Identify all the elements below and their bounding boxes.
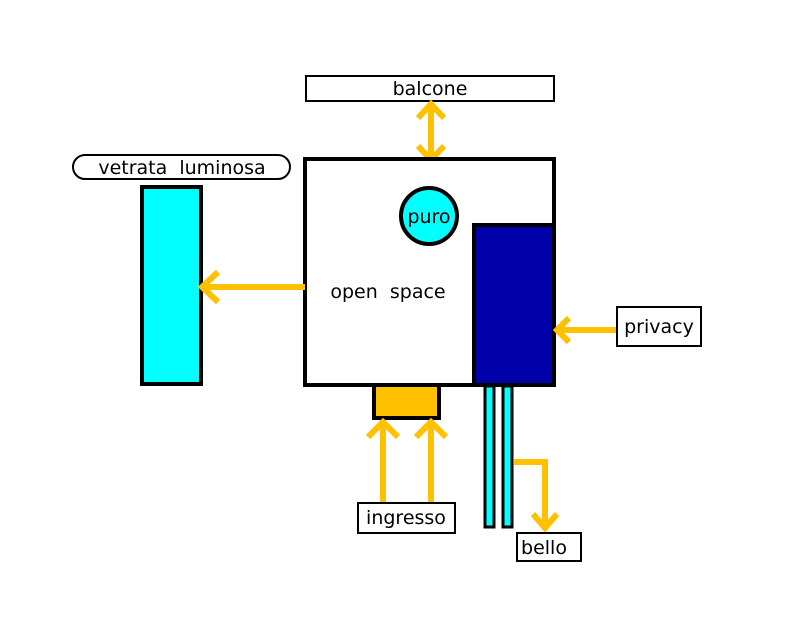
balcone-label: balcone [305, 75, 555, 102]
entrance-block [372, 383, 441, 420]
ingresso-label: ingresso [357, 502, 456, 534]
puro-text: puro [407, 206, 450, 228]
vetrata-label: vetrata luminosa [72, 154, 291, 180]
bello-text: bello [521, 537, 567, 559]
balcone-text: balcone [393, 78, 468, 100]
privacy-label: privacy [616, 306, 702, 347]
balcone-double-arrow [415, 99, 447, 165]
open-space-text: open space [330, 281, 445, 303]
window-panel [140, 185, 203, 386]
privacy-box [616, 306, 702, 347]
puro-circle: puro [399, 186, 459, 246]
ingresso-box [357, 502, 456, 534]
bello-box [516, 532, 582, 562]
ingresso-arrows [365, 417, 449, 503]
leg-right [501, 384, 514, 529]
bello-arrow [514, 459, 560, 533]
ingresso-text: ingresso [366, 507, 446, 529]
leg-left [483, 384, 496, 529]
privacy-text: privacy [624, 316, 694, 338]
privacy-arrow [552, 315, 616, 345]
vetrata-text: vetrata luminosa [98, 157, 265, 179]
vetrata-box [72, 154, 291, 180]
window-arrow [197, 269, 305, 305]
private-block [472, 223, 556, 387]
puro-shape [399, 186, 459, 246]
bello-label: bello [516, 532, 582, 562]
